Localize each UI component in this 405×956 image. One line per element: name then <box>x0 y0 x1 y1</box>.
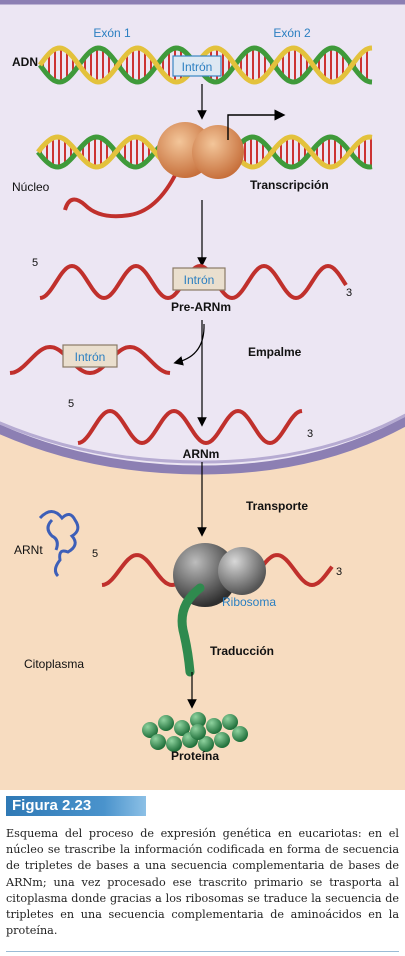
arnt-label: ARNt <box>14 543 43 557</box>
mrna-strand <box>77 408 303 446</box>
protein-bead <box>142 722 158 738</box>
trna-structure <box>38 510 80 578</box>
ribosoma-label: Ribosoma <box>222 595 276 609</box>
protein-bead <box>206 718 222 734</box>
pre-mrna-three-label: 3 <box>346 287 352 299</box>
pre-mrna-label: Pre-ARNm <box>171 300 231 314</box>
mrna-three-label: 3 <box>307 428 313 440</box>
protein-bead <box>150 734 166 750</box>
protein-bead <box>174 720 190 736</box>
citoplasma-label: Citoplasma <box>24 657 84 671</box>
nucleo-label: Núcleo <box>12 180 50 194</box>
adn-label: ADN <box>12 55 38 69</box>
protein-bead <box>158 715 174 731</box>
splicing-arrow <box>173 323 205 366</box>
traduccion-label: Traducción <box>210 644 274 658</box>
exon2-label: Exón 2 <box>273 26 311 40</box>
intron-box-dna <box>172 55 222 77</box>
caption-divider <box>6 951 399 952</box>
intron-label-spliced: Intrón <box>75 350 106 364</box>
protein-bead <box>190 712 206 728</box>
pre-mrna-five-label: 5 <box>32 257 38 269</box>
intron-label-dna: Intrón <box>182 60 213 74</box>
ribo-five-label: 5 <box>92 548 98 560</box>
transcription-direction-arrow <box>227 109 286 140</box>
protein-bead <box>214 732 230 748</box>
intron-label-pre-mrna: Intrón <box>184 273 215 287</box>
spliced-intron-strand <box>9 344 171 376</box>
mrna-five-label: 5 <box>68 398 74 410</box>
transporte-label: Transporte <box>246 499 308 513</box>
figure-caption: Figura 2.23 Esquema del proceso de expre… <box>0 796 405 956</box>
dna-helix-top <box>37 45 373 85</box>
caption-text: Esquema del proceso de expresión genétic… <box>6 827 399 938</box>
ribo-three-label: 3 <box>336 566 342 578</box>
protein-beads <box>142 712 248 752</box>
nascent-rna <box>63 164 182 219</box>
ribosome <box>173 543 266 607</box>
gene-expression-diagram: Intrón Intrón Intrón Exón 1 Exón 2 ADN N… <box>0 0 405 790</box>
mrna-label: ARNm <box>183 447 220 461</box>
protein-bead <box>222 714 238 730</box>
figure-number-badge: Figura 2.23 <box>6 796 146 816</box>
exon1-label: Exón 1 <box>93 26 131 40</box>
empalme-label: Empalme <box>248 345 302 359</box>
transcripcion-label: Transcripción <box>250 178 329 192</box>
protein-bead <box>232 726 248 742</box>
polypeptide-chain <box>177 583 205 677</box>
protein-bead <box>166 736 182 752</box>
intron-box-spliced <box>62 344 118 368</box>
protein-bead <box>198 736 214 752</box>
rna-polymerase <box>157 122 244 179</box>
intron-box-pre-mrna <box>172 267 226 291</box>
protein-bead <box>190 724 206 740</box>
proteina-label: Proteína <box>171 749 219 763</box>
